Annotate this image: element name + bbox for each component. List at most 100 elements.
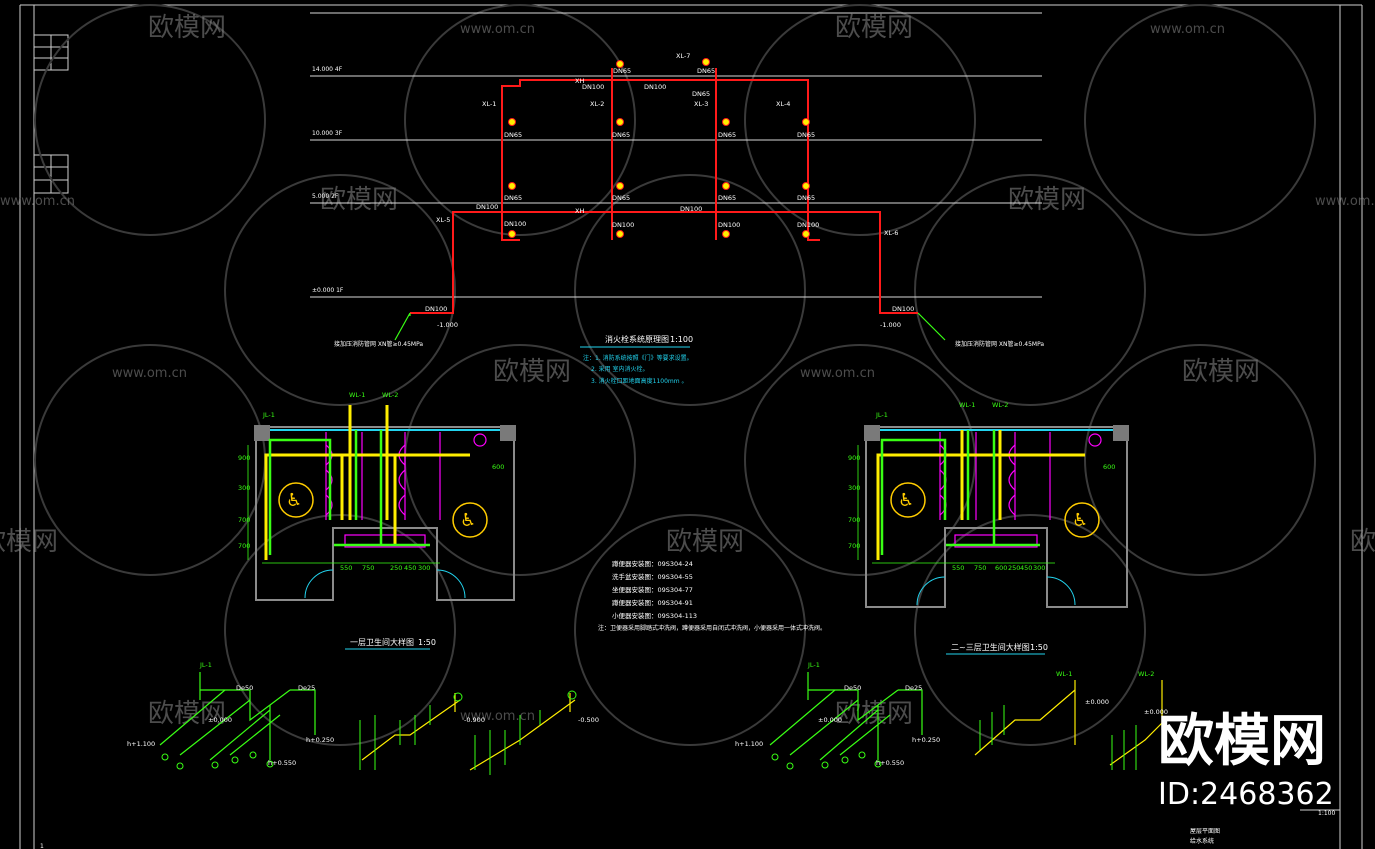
inlet-note-right: 接加压消防管网 XN管≥0.45MPa (955, 340, 1044, 348)
watermark-layer: 欧模网 www.om.cn 欧模网 www.om.cn www.om.cn 欧模… (0, 4, 1375, 746)
hydrant-icon (702, 58, 710, 66)
svg-text:XH: XH (575, 207, 584, 215)
svg-text:DN65: DN65 (697, 67, 715, 75)
hydrant-icon (616, 118, 624, 126)
svg-text:蹲便器安装图：09S304-24: 蹲便器安装图：09S304-24 (612, 559, 693, 568)
watermark-logo: 欧模网 (148, 699, 226, 729)
svg-text:JL-1: JL-1 (807, 661, 820, 669)
svg-text:DN100: DN100 (612, 221, 634, 229)
watermark-url: www.om.cn (800, 366, 875, 381)
watermark-id: ID:2468362 (1158, 777, 1334, 812)
svg-text:DN65: DN65 (504, 194, 522, 202)
svg-text:±0.000: ±0.000 (818, 716, 842, 724)
svg-text:XL-2: XL-2 (590, 100, 604, 108)
watermark-url: www.om.cn (460, 22, 535, 37)
isometric-diagram-right-wl: WL-1 WL-2 ±0.000 ±0.000 (974, 670, 1168, 770)
fire-note-1: 注：1. 消防系统按照《门》等要求设置。 (583, 354, 693, 362)
svg-text:-0.500: -0.500 (578, 716, 599, 724)
wheelchair-icon: ♿ (898, 490, 914, 511)
hydrant-icon (508, 118, 516, 126)
svg-text:h+1.100: h+1.100 (127, 740, 155, 748)
svg-text:600: 600 (492, 463, 504, 471)
svg-text:600: 600 (1103, 463, 1115, 471)
sheet-scale: 1:100 (1318, 810, 1335, 817)
svg-text:DN100: DN100 (582, 83, 604, 91)
toilet-plan-first-floor: ♿ ♿ JL-1 WL-1 WL-2 900 300 700 70 (238, 391, 516, 650)
toilet-plan-right-title: 二~三层卫生间大样图 (951, 642, 1030, 652)
watermark-logo: 欧模网 (1182, 357, 1260, 387)
watermark-logo: 欧模网 (1350, 527, 1375, 557)
svg-text:700: 700 (848, 516, 860, 524)
svg-text:坐便器安装图：09S304-77: 坐便器安装图：09S304-77 (612, 585, 693, 594)
svg-text:-1.000: -1.000 (880, 321, 901, 329)
wheelchair-icon (1064, 502, 1100, 538)
isometric-diagram-left-jl: JL-1 h+1.100 h+0.550 h+0.250 ±0.000 De50… (127, 661, 334, 770)
watermark-circles (34, 4, 1316, 746)
svg-text:900: 900 (848, 454, 860, 462)
svg-text:De50: De50 (844, 684, 861, 692)
svg-text:DN65: DN65 (612, 194, 630, 202)
hydrant-icon (722, 230, 730, 238)
watermark-logo-large: 欧模网 (1158, 709, 1326, 774)
fire-pipe-network (410, 68, 918, 314)
svg-text:DN100: DN100 (680, 205, 702, 213)
svg-text:700: 700 (238, 542, 250, 550)
svg-text:洗手盆安装图：09S304-55: 洗手盆安装图：09S304-55 (612, 572, 693, 581)
wheelchair-icon: ♿ (1072, 510, 1088, 531)
svg-text:XL-4: XL-4 (776, 100, 790, 108)
svg-text:XL-1: XL-1 (482, 100, 496, 108)
svg-text:XL-6: XL-6 (884, 229, 898, 237)
sheet-title-2: 给水系统 (1190, 837, 1214, 845)
svg-text:De25: De25 (905, 684, 922, 692)
svg-text:DN100: DN100 (644, 83, 666, 91)
svg-text:h+0.250: h+0.250 (306, 736, 334, 744)
svg-text:300: 300 (848, 484, 860, 492)
svg-text:XL-7: XL-7 (676, 52, 690, 60)
svg-text:JL-1: JL-1 (199, 661, 212, 669)
hydrant-icon (616, 60, 624, 68)
hydrant-icon (508, 182, 516, 190)
watermark-logo: 欧模网 (320, 185, 398, 215)
svg-text:DN100: DN100 (504, 220, 526, 228)
hydrant-icon (616, 182, 624, 190)
watermark-logo: 欧模网 (0, 527, 58, 557)
svg-text:DN65: DN65 (613, 67, 631, 75)
svg-text:DN100: DN100 (476, 203, 498, 211)
svg-text:WL-1: WL-1 (349, 391, 365, 399)
column (864, 425, 880, 441)
svg-text:JL-1: JL-1 (875, 411, 888, 419)
svg-text:DN65: DN65 (797, 131, 815, 139)
svg-text:-1.000: -1.000 (437, 321, 458, 329)
watermark-logo: 欧模网 (835, 13, 913, 43)
svg-text:WL-2: WL-2 (382, 391, 398, 399)
toilet-plan-left-scale: 1:50 (418, 638, 436, 647)
svg-text:300: 300 (238, 484, 250, 492)
wheelchair-icon: ♿ (286, 490, 302, 511)
svg-text:h+0.550: h+0.550 (876, 759, 904, 767)
wheelchair-icon (452, 502, 488, 538)
svg-text:DN100: DN100 (718, 221, 740, 229)
wheelchair-icon (890, 482, 926, 518)
toilet-plan-right-scale: 1:50 (1030, 643, 1048, 652)
svg-text:700: 700 (238, 516, 250, 524)
svg-text:WL-2: WL-2 (1138, 670, 1154, 678)
svg-text:De50: De50 (236, 684, 253, 692)
svg-text:JL-1: JL-1 (262, 411, 275, 419)
hydrant-icon (802, 230, 810, 238)
svg-text:DN100: DN100 (892, 305, 914, 313)
isometric-diagram-left-wl: -0.900 -0.500 (359, 690, 599, 775)
svg-text:DN65: DN65 (718, 131, 736, 139)
svg-text:WL-2: WL-2 (992, 401, 1008, 409)
inlet-note-left: 接加压消防管网 XN管≥0.45MPa (334, 340, 423, 348)
level-label-1f: ±0.000 1F (312, 287, 344, 294)
svg-text:550: 550 (340, 564, 352, 572)
svg-text:h+1.100: h+1.100 (735, 740, 763, 748)
column (500, 425, 516, 441)
watermark-url: www.om.cn (112, 366, 187, 381)
page-number: 1 (40, 843, 44, 849)
hydrant-icon (508, 230, 516, 238)
watermark-url: www.om.cn (460, 709, 535, 724)
svg-text:-0.900: -0.900 (464, 716, 485, 724)
svg-text:300: 300 (1033, 564, 1045, 572)
watermark-url: www.om.cn (0, 194, 75, 209)
